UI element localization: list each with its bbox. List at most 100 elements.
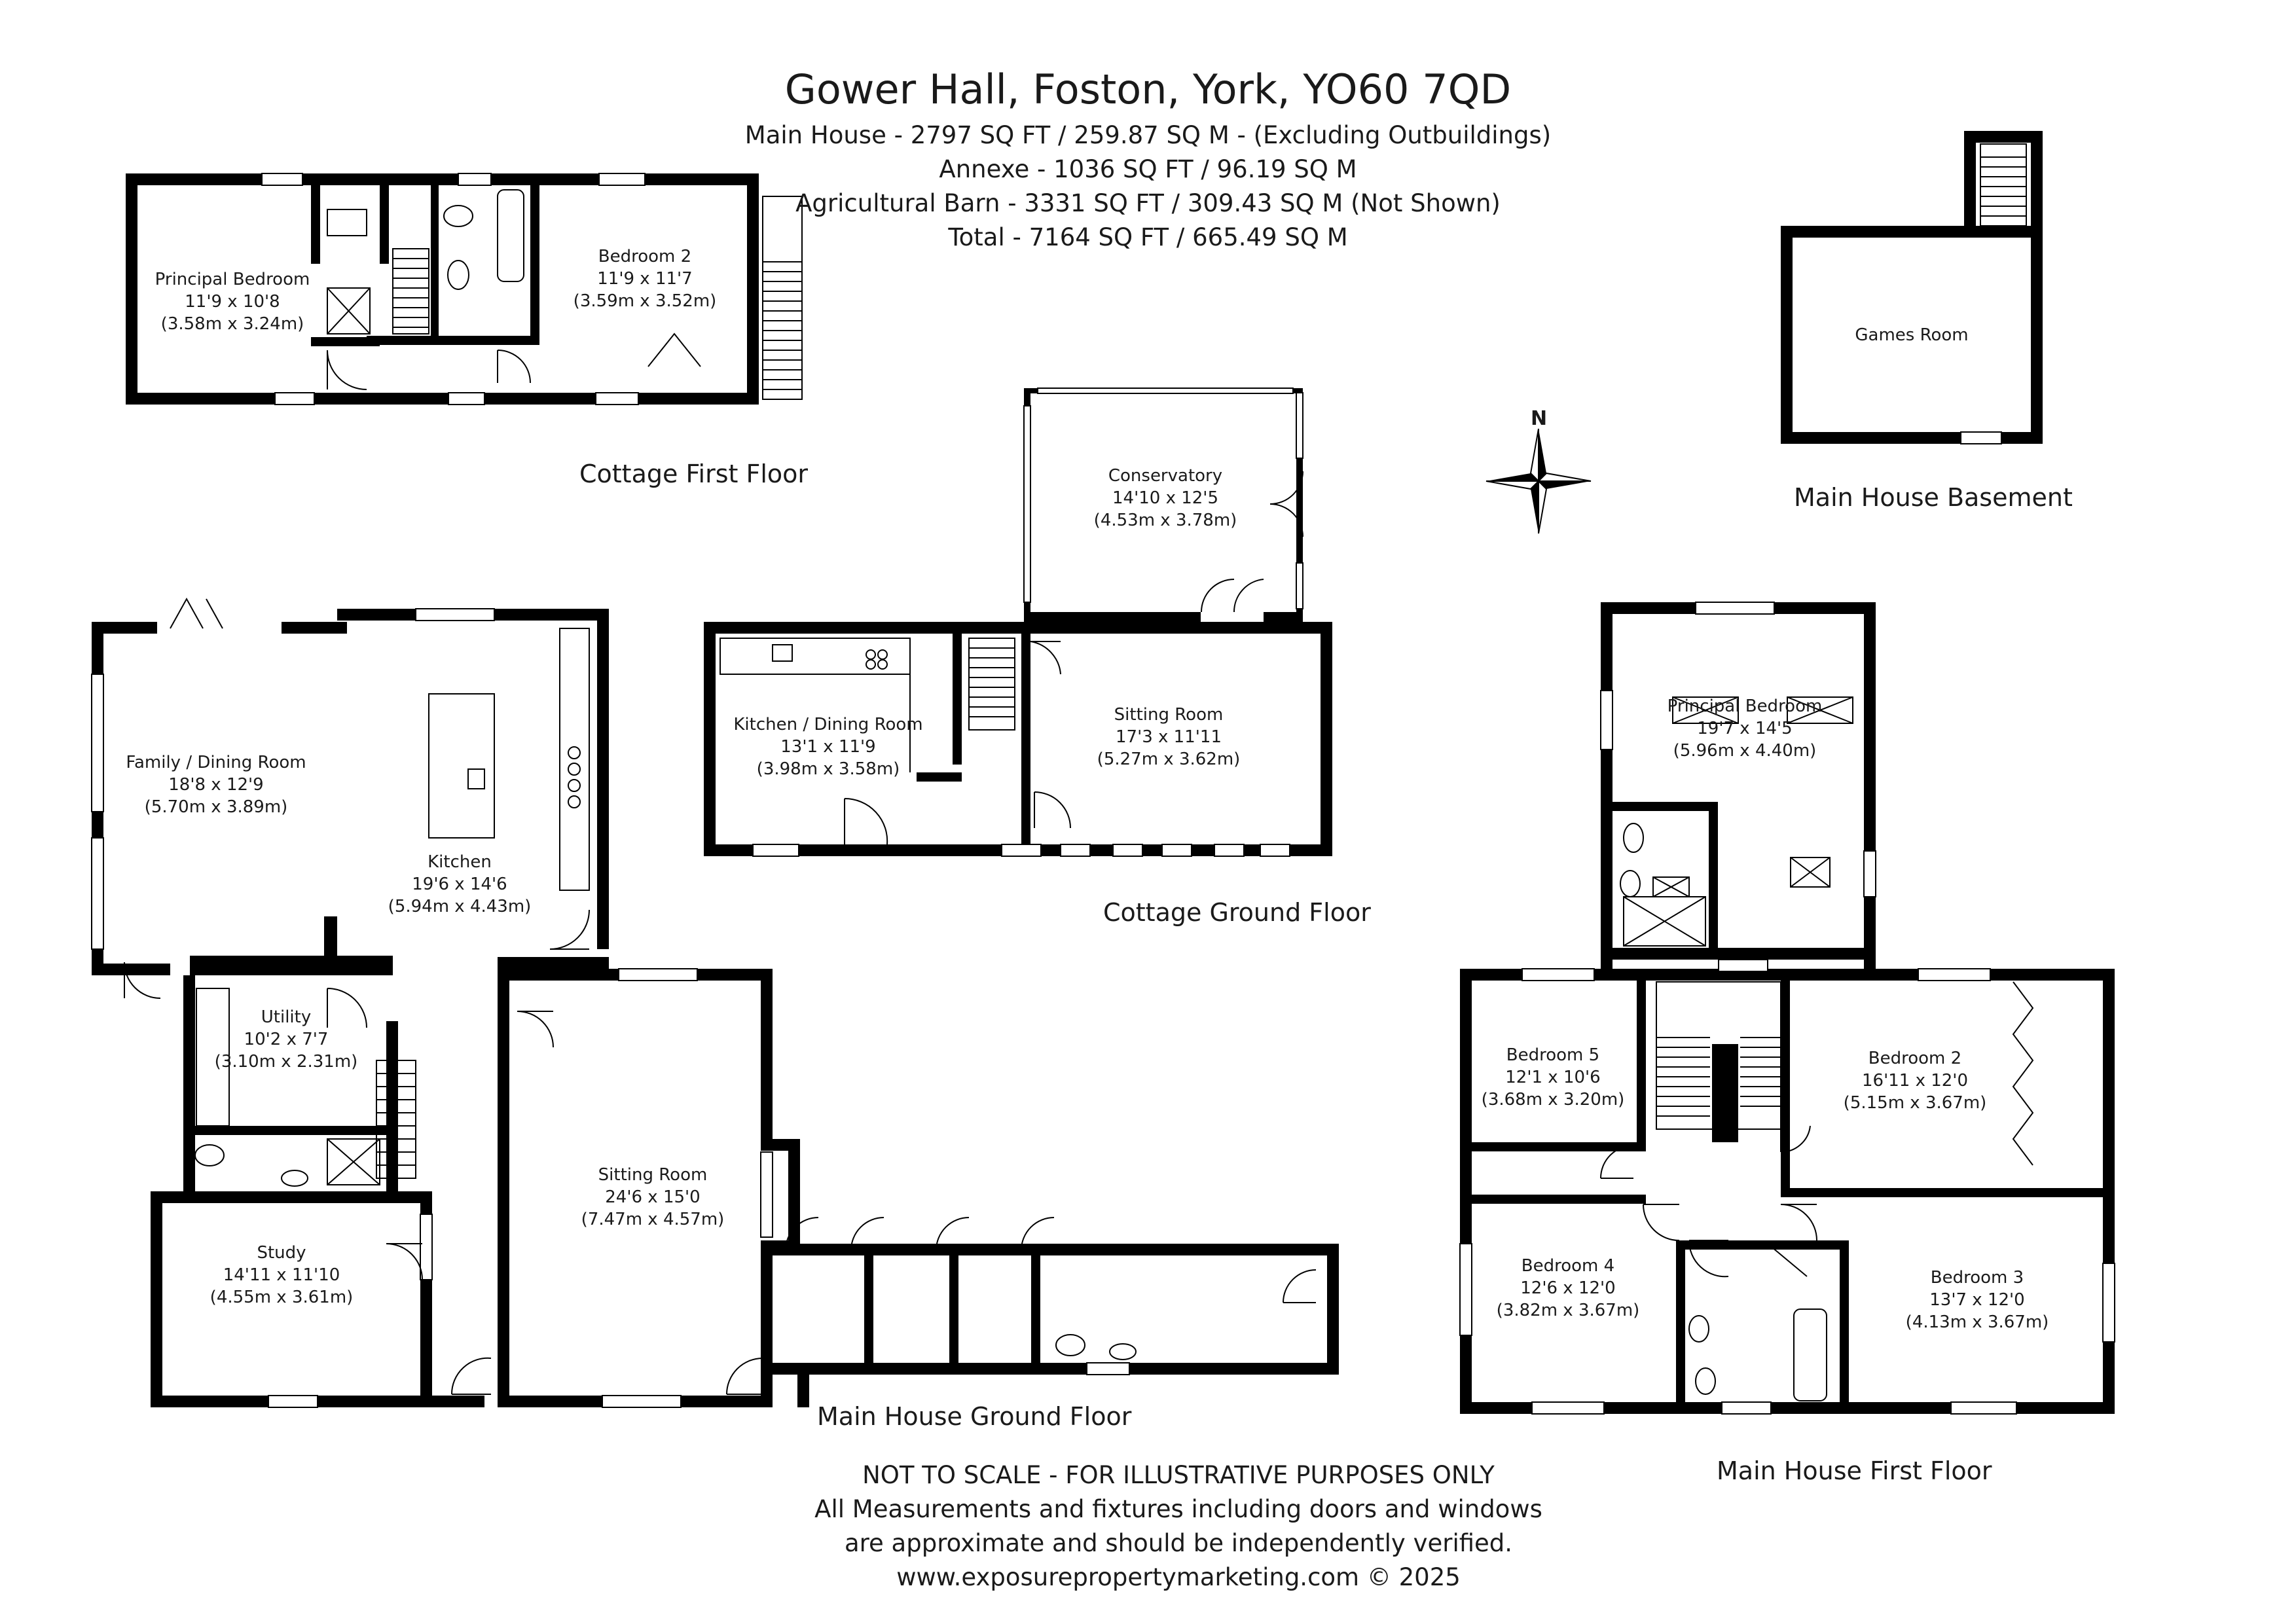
total-area: Total - 7164 SQ FT / 665.49 SQ M <box>948 223 1348 251</box>
room-name: Games Room <box>1855 325 1969 345</box>
room-name: Bedroom 2 <box>1868 1049 1962 1068</box>
room-bedroom-2: Bedroom 2 16'11 x 12'0 (5.15m x 3.67m) <box>1844 1047 1987 1114</box>
room-imperial: 17'3 x 11'11 <box>1115 727 1222 747</box>
room-main-sitting-room: Sitting Room 24'6 x 15'0 (7.47m x 4.57m) <box>581 1164 725 1231</box>
room-imperial: 16'11 x 12'0 <box>1861 1071 1969 1091</box>
walls <box>1460 602 2115 1414</box>
staircase <box>392 196 803 400</box>
room-bedroom-5: Bedroom 5 12'1 x 10'6 (3.68m x 3.20m) <box>1482 1044 1625 1111</box>
floor-label-main-ground: Main House Ground Floor <box>817 1402 1132 1431</box>
fixtures <box>720 638 1015 772</box>
room-metric: (5.70m x 3.89m) <box>144 797 288 817</box>
room-imperial: 24'6 x 15'0 <box>605 1187 701 1207</box>
room-name: Family / Dining Room <box>126 753 306 772</box>
room-imperial: 13'7 x 12'0 <box>1929 1290 2025 1310</box>
main-basement-plan <box>1781 131 2043 444</box>
room-metric: (5.15m x 3.67m) <box>1843 1093 1987 1113</box>
walls <box>92 609 1339 1407</box>
room-name: Kitchen / Dining Room <box>733 715 923 734</box>
compass-north-label: N <box>1531 407 1548 430</box>
room-kitchen: Kitchen 19'6 x 14'6 (5.94m x 4.43m) <box>388 851 532 918</box>
room-name: Bedroom 3 <box>1930 1268 2024 1288</box>
annexe-area: Annexe - 1036 SQ FT / 96.19 SQ M <box>939 155 1357 183</box>
floor-label-main-basement: Main House Basement <box>1794 483 2073 512</box>
disclaimer: NOT TO SCALE - FOR ILLUSTRATIVE PURPOSES… <box>720 1458 1637 1595</box>
room-imperial: 19'7 x 14'5 <box>1697 719 1793 738</box>
fixtures <box>194 628 1137 1360</box>
room-metric: (3.82m x 3.67m) <box>1496 1301 1640 1320</box>
website-copyright: www.exposurepropertymarketing.com © 2025 <box>896 1563 1461 1591</box>
floor-label-cottage-ground: Cottage Ground Floor <box>1103 898 1371 927</box>
room-name: Study <box>257 1243 306 1263</box>
main-first-floor-plan <box>1459 602 2115 1415</box>
room-metric: (5.27m x 3.62m) <box>1097 749 1241 769</box>
room-main-principal-bedroom: Principal Bedroom 19'7 x 14'5 (5.96m x 4… <box>1667 695 1823 762</box>
room-metric: (3.68m x 3.20m) <box>1481 1090 1625 1110</box>
windows <box>91 608 1130 1408</box>
doors <box>124 597 1317 1395</box>
room-name: Bedroom 5 <box>1506 1045 1600 1065</box>
room-imperial: 14'11 x 11'10 <box>223 1265 340 1285</box>
room-imperial: 13'1 x 11'9 <box>780 737 876 757</box>
main-ground-floor-plan <box>91 597 1339 1408</box>
disclaimer-line: NOT TO SCALE - FOR ILLUSTRATIVE PURPOSES… <box>862 1461 1495 1489</box>
room-metric: (4.13m x 3.67m) <box>1905 1312 2049 1332</box>
fixtures <box>1620 696 2034 1401</box>
doors <box>327 333 701 390</box>
room-name: Principal Bedroom <box>1667 696 1823 716</box>
room-imperial: 19'6 x 14'6 <box>412 875 507 894</box>
room-name: Sitting Room <box>1114 705 1224 725</box>
room-metric: (7.47m x 4.57m) <box>581 1210 725 1229</box>
doors <box>1600 1125 1817 1278</box>
room-imperial: 12'1 x 10'6 <box>1505 1068 1601 1087</box>
disclaimer-line: are approximate and should be independen… <box>844 1529 1513 1557</box>
windows <box>1459 602 2115 1415</box>
room-metric: (4.55m x 3.61m) <box>210 1288 354 1307</box>
main-house-area: Main House - 2797 SQ FT / 259.87 SQ M - … <box>744 121 1552 149</box>
windows <box>261 173 646 405</box>
room-name: Bedroom 4 <box>1521 1256 1615 1276</box>
room-name: Kitchen <box>428 852 492 872</box>
room-metric: (3.58m x 3.24m) <box>160 314 304 334</box>
cottage-first-floor-plan <box>126 173 803 405</box>
room-imperial: 14'10 x 12'5 <box>1112 488 1219 508</box>
barn-area: Agricultural Barn - 3331 SQ FT / 309.43 … <box>795 189 1501 217</box>
room-name: Bedroom 2 <box>598 247 692 266</box>
room-cottage-conservatory: Conservatory 14'10 x 12'5 (4.53m x 3.78m… <box>1094 465 1237 532</box>
room-name: Principal Bedroom <box>155 270 310 289</box>
compass-rose <box>1485 428 1592 534</box>
room-bedroom-3: Bedroom 3 13'7 x 12'0 (4.13m x 3.67m) <box>1906 1267 2049 1333</box>
room-cottage-kitchen-dining: Kitchen / Dining Room 13'1 x 11'9 (3.98m… <box>733 713 922 780</box>
room-bedroom-4: Bedroom 4 12'6 x 12'0 (3.82m x 3.67m) <box>1497 1255 1640 1322</box>
room-imperial: 11'9 x 10'8 <box>185 292 280 312</box>
room-cottage-sitting-room: Sitting Room 17'3 x 11'11 (5.27m x 3.62m… <box>1097 704 1241 770</box>
property-title: Gower Hall, Foston, York, YO60 7QD <box>784 65 1512 113</box>
fixtures <box>327 189 524 334</box>
room-cottage-principal-bedroom: Principal Bedroom 11'9 x 10'8 (3.58m x 3… <box>155 268 310 335</box>
room-metric: (3.98m x 3.58m) <box>756 759 900 779</box>
room-metric: (5.94m x 4.43m) <box>388 897 532 916</box>
room-imperial: 18'8 x 12'9 <box>168 775 264 795</box>
windows <box>752 388 1303 857</box>
floor-label-main-first: Main House First Floor <box>1717 1456 1992 1485</box>
room-games-room: Games Room <box>1855 324 1968 346</box>
room-metric: (5.96m x 4.40m) <box>1673 741 1817 761</box>
room-imperial: 11'9 x 11'7 <box>597 269 693 289</box>
cottage-ground-floor-plan <box>704 388 1332 857</box>
room-imperial: 10'2 x 7'7 <box>244 1030 329 1049</box>
room-imperial: 12'6 x 12'0 <box>1520 1278 1616 1298</box>
doors <box>844 471 1303 845</box>
room-utility: Utility 10'2 x 7'7 (3.10m x 2.31m) <box>215 1006 358 1073</box>
room-cottage-bedroom-2: Bedroom 2 11'9 x 11'7 (3.59m x 3.52m) <box>574 245 717 312</box>
room-name: Utility <box>261 1007 312 1027</box>
room-metric: (4.53m x 3.78m) <box>1093 511 1237 530</box>
disclaimer-line: All Measurements and fixtures including … <box>814 1495 1542 1523</box>
room-metric: (3.10m x 2.31m) <box>214 1052 358 1072</box>
walls <box>704 388 1332 856</box>
room-study: Study 14'11 x 11'10 (4.55m x 3.61m) <box>210 1242 354 1308</box>
floor-label-cottage-first: Cottage First Floor <box>579 460 809 488</box>
room-family-dining: Family / Dining Room 18'8 x 12'9 (5.70m … <box>126 751 306 818</box>
room-name: Sitting Room <box>598 1165 708 1185</box>
room-name: Conservatory <box>1108 466 1223 486</box>
